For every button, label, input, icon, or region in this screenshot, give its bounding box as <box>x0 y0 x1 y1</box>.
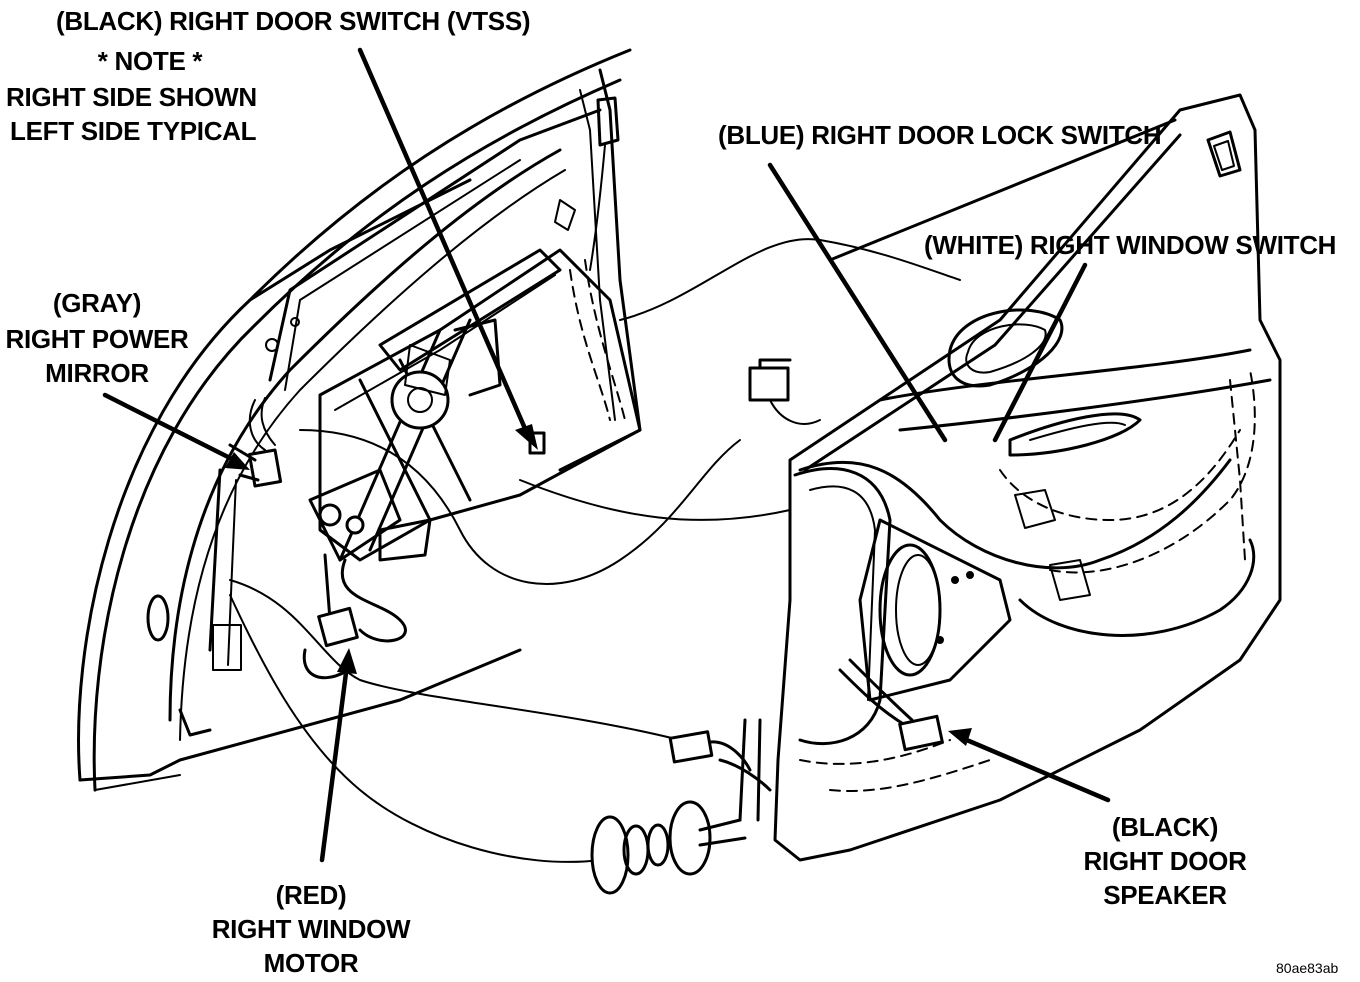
figure-code: 80ae83ab <box>1276 960 1339 976</box>
vtss-leader <box>357 47 533 443</box>
window-switch-label: (WHITE) RIGHT WINDOW SWITCH <box>924 230 1337 260</box>
lock-switch-leader <box>767 162 948 443</box>
mirror-connector <box>228 397 283 488</box>
vtss-label: (BLACK) RIGHT DOOR SWITCH (VTSS) <box>56 6 531 36</box>
mirror-arrowhead <box>225 452 250 470</box>
mirror-label-line-2: RIGHT POWER <box>5 324 189 354</box>
note-line-1: RIGHT SIDE SHOWN <box>6 82 257 112</box>
wiring-harness <box>229 238 961 895</box>
vtss-switch <box>528 96 620 455</box>
motor-connector <box>302 606 359 680</box>
window-switch-leader <box>992 262 1088 443</box>
mirror-label-line-1: (GRAY) <box>52 288 142 318</box>
mirror-leader <box>102 392 241 465</box>
door-trim-panel <box>773 93 1282 862</box>
window-regulator <box>308 248 562 643</box>
motor-leader <box>319 662 350 863</box>
motor-arrowhead <box>337 648 357 674</box>
speaker-label-line-2: RIGHT DOOR <box>1083 846 1247 876</box>
leader-arrows <box>102 47 1111 863</box>
note-title: * NOTE * <box>97 46 203 76</box>
note-line-2: LEFT SIDE TYPICAL <box>10 116 257 146</box>
speaker-label-line-1: (BLACK) <box>1111 812 1219 842</box>
lock-switch-label: (BLUE) RIGHT DOOR LOCK SWITCH <box>718 120 1162 150</box>
speaker-label-line-3: SPEAKER <box>1103 880 1227 910</box>
speaker-leader <box>959 735 1111 803</box>
speaker-arrowhead <box>948 728 972 746</box>
mirror-label-line-3: MIRROR <box>45 358 149 388</box>
vtss-arrowhead <box>515 424 538 450</box>
motor-label-line-1: (RED) <box>275 880 347 910</box>
motor-label-line-2: RIGHT WINDOW <box>211 914 411 944</box>
door-shell <box>77 48 642 792</box>
motor-label-line-3: MOTOR <box>263 948 359 978</box>
